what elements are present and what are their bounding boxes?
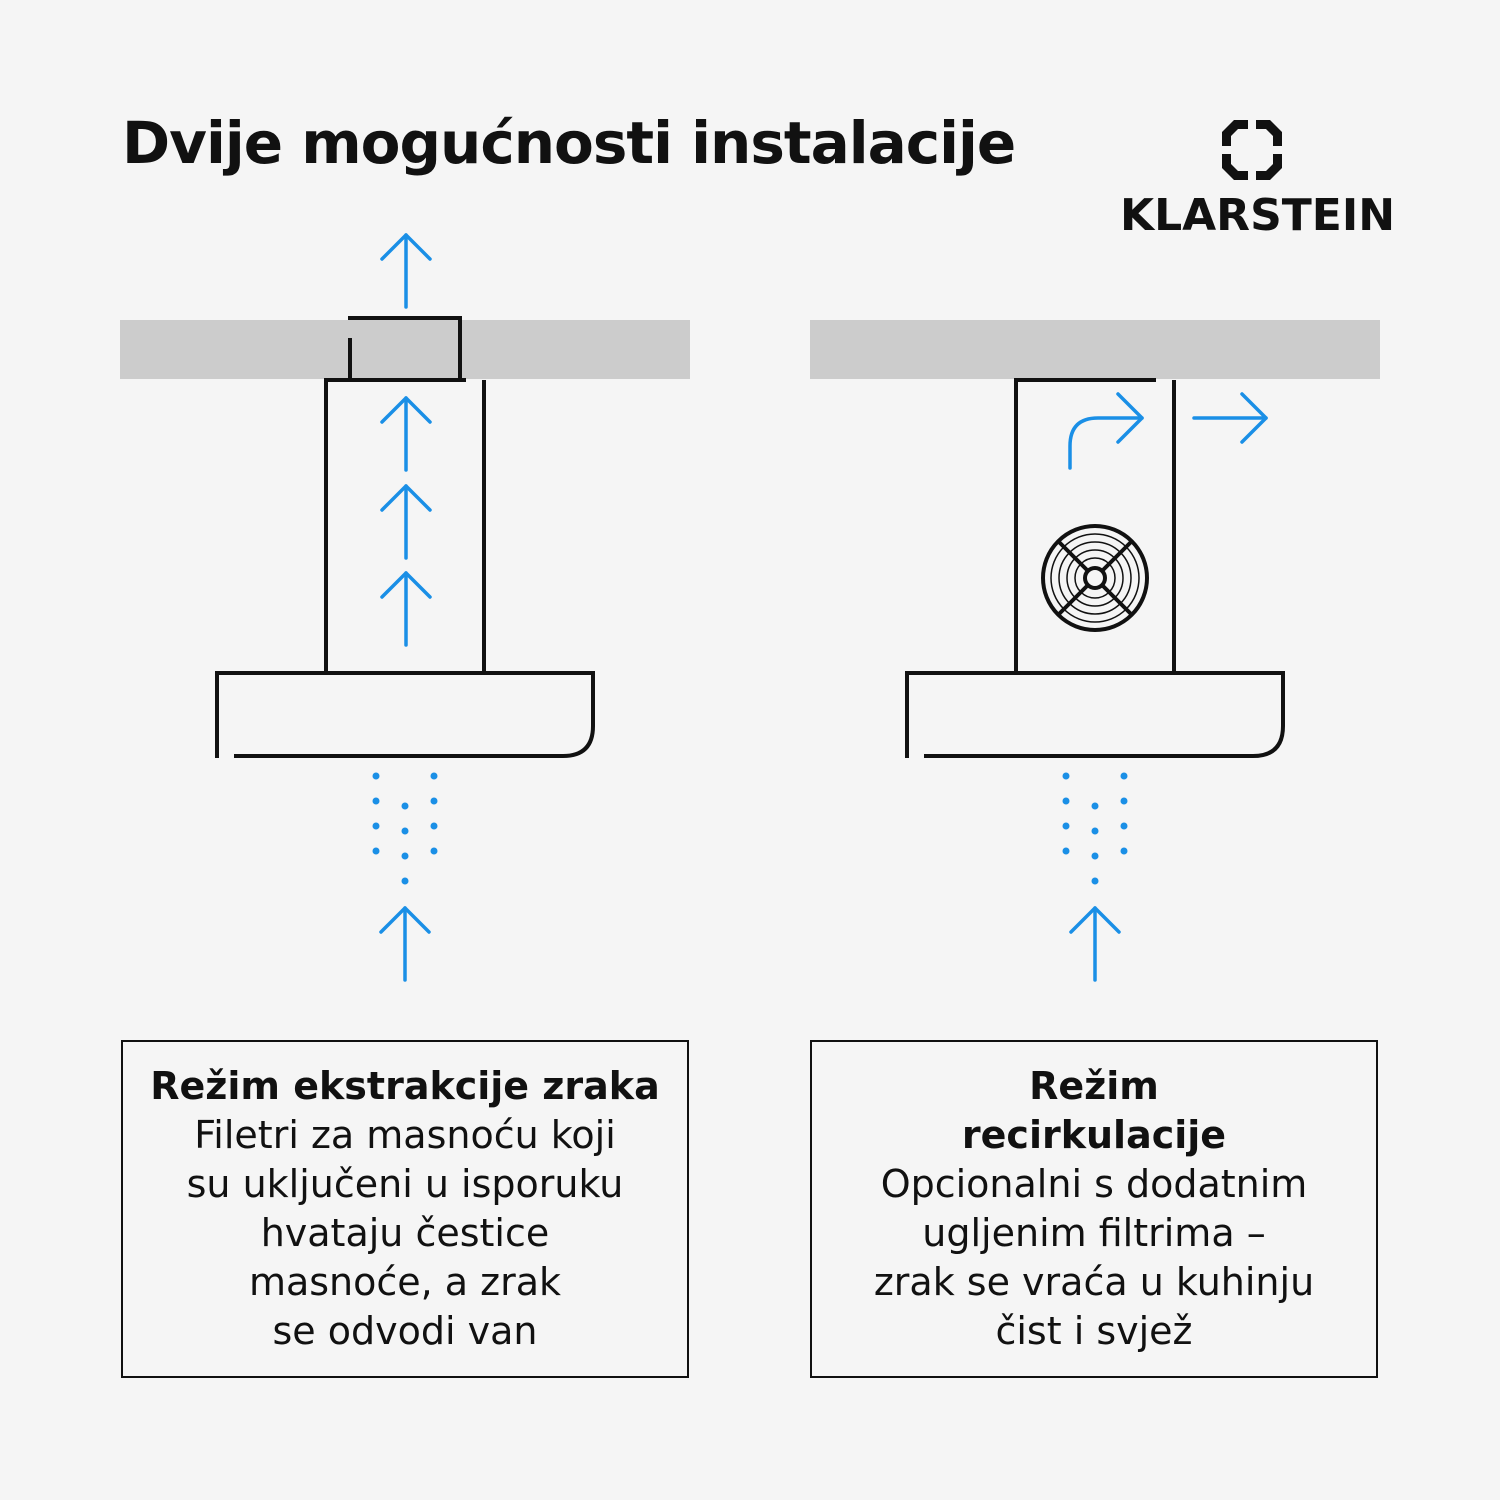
- mode-title: Režim ekstrakcije zraka: [150, 1062, 659, 1111]
- flow-arrow-up-icon: [380, 484, 432, 560]
- mode-text-line: hvataju čestice: [260, 1211, 550, 1255]
- intake-arrow-up-icon: [379, 906, 431, 982]
- mode-text-line: Filetri za masnoću koji: [194, 1113, 616, 1157]
- chimney-left: [324, 378, 466, 672]
- recirculation-mode-diagram: [810, 320, 1380, 982]
- mode-text-line: ugljenim filtrima –: [922, 1211, 1266, 1255]
- steam-dots-right: [1062, 772, 1128, 885]
- exhaust-arrow-up-icon: [380, 233, 432, 309]
- installation-diagram: [120, 233, 1380, 982]
- hood-left: [215, 671, 595, 758]
- hood-right: [905, 671, 1285, 758]
- steam-dots-left: [372, 772, 438, 885]
- mode-text-line: su uključeni u isporuku: [186, 1162, 624, 1206]
- extraction-mode-description: Režim ekstrakcije zraka Filetri za masno…: [121, 1040, 689, 1378]
- duct-outlet: [348, 316, 462, 380]
- mode-title: Režim recirkulacije: [962, 1062, 1226, 1160]
- mode-title-line: recirkulacije: [961, 1113, 1227, 1157]
- fan-icon: [1041, 524, 1149, 632]
- flow-arrow-up-icon: [380, 571, 432, 647]
- mode-description: Opcionalni s dodatnim ugljenim filtrima …: [874, 1160, 1314, 1356]
- recirculation-curved-arrow-icon: [1068, 392, 1144, 470]
- mode-text-line: zrak se vraća u kuhinju: [873, 1260, 1315, 1304]
- recirculation-mode-description: Režim recirkulacije Opcionalni s dodatni…: [810, 1040, 1378, 1378]
- extraction-mode-diagram: [120, 233, 690, 982]
- flow-arrow-up-icon: [380, 396, 432, 472]
- chimney-right: [1014, 378, 1156, 672]
- return-arrow-right-icon: [1192, 392, 1268, 444]
- mode-title-line: Režim ekstrakcije zraka: [150, 1064, 660, 1108]
- intake-arrow-up-icon: [1069, 906, 1121, 982]
- page-title: Dvije mogućnosti instalacije: [122, 109, 1016, 177]
- mode-text-line: masnoće, a zrak: [248, 1260, 562, 1304]
- mode-text-line: čist i svjež: [995, 1309, 1193, 1353]
- klarstein-diamond-logo-icon: [1222, 120, 1282, 180]
- mode-description: Filetri za masnoću koji su uključeni u i…: [187, 1111, 624, 1356]
- brand-name: KLARSTEIN: [1120, 190, 1396, 241]
- mode-title-line: Režim: [1029, 1064, 1159, 1108]
- ceiling-right: [810, 320, 1380, 379]
- ceiling-left: [120, 320, 690, 379]
- mode-text-line: se odvodi van: [272, 1309, 538, 1353]
- mode-text-line: Opcionalni s dodatnim: [880, 1162, 1308, 1206]
